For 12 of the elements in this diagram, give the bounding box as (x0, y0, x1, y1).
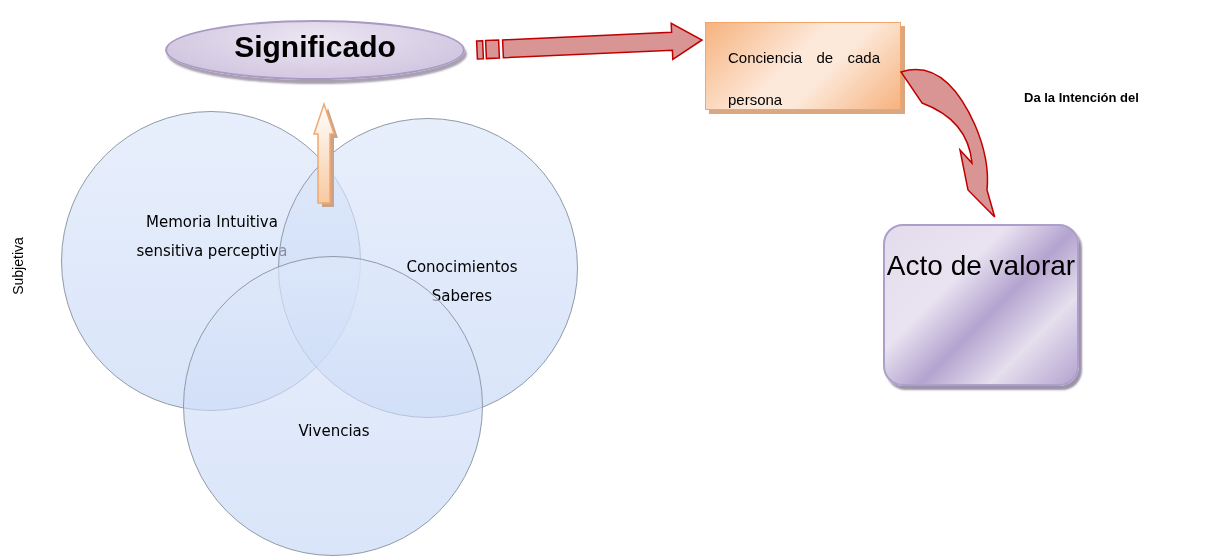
node-text: Significado (233, 30, 397, 64)
node-text: Acto de valorar (885, 249, 1077, 283)
block-arrow (475, 22, 704, 61)
block-arrow (900, 68, 996, 218)
rounded-box (883, 224, 1079, 386)
node-text: Vivencias (297, 421, 371, 442)
node-text: Conciencia de cada persona (728, 48, 880, 110)
node-text: Conocimientos Saberes (405, 257, 519, 307)
node-text: Memoria Intuitiva sensitiva perceptiva (135, 212, 289, 262)
block-arrow (312, 101, 336, 204)
side-label: Subjetiva (10, 236, 26, 297)
annotation-text: Da la Intención del (1024, 90, 1140, 105)
